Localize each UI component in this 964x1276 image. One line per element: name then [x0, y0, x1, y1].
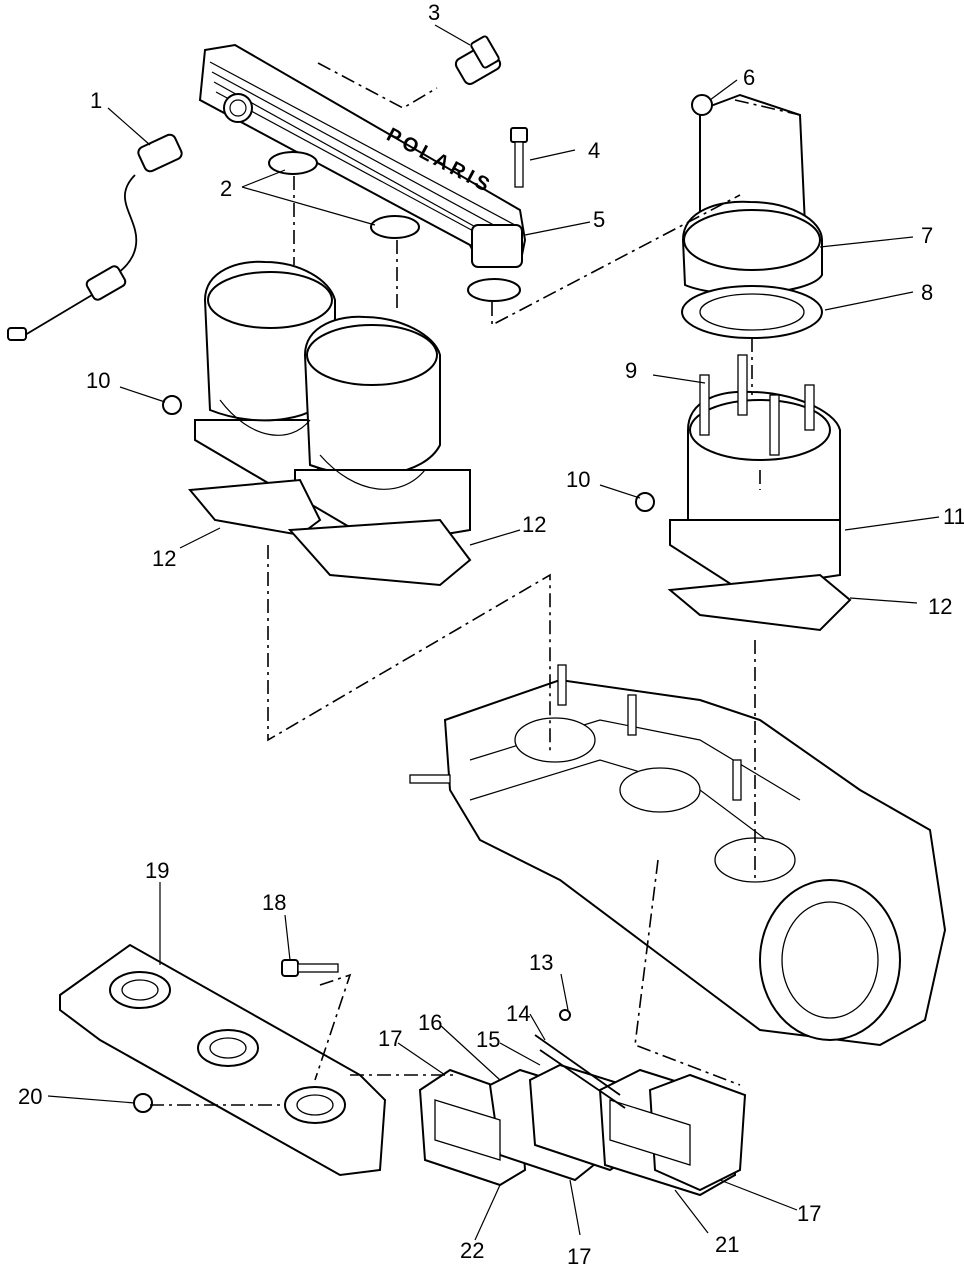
callout-10b: 10: [566, 467, 590, 492]
manifold-gasket-b: [370, 215, 420, 239]
callout-21: 21: [715, 1232, 739, 1257]
manifold-fitting: [454, 35, 502, 85]
callout-4: 4: [588, 138, 600, 163]
base-gasket-left-a: [188, 478, 322, 537]
temperature-sensor: [7, 133, 183, 341]
callout-18: 18: [262, 890, 286, 915]
callout-5: 5: [593, 207, 605, 232]
callout-22: 22: [460, 1238, 484, 1263]
callout-12c: 12: [928, 594, 952, 619]
callout-10a: 10: [86, 368, 110, 393]
callout-9: 9: [625, 358, 637, 383]
callout-labels: 1 2 3 4 5 6 7 8 9 10 10 11 12 12 12 13 1…: [18, 0, 964, 1269]
callout-8: 8: [921, 280, 933, 305]
callout-16: 16: [418, 1010, 442, 1035]
base-gasket-left-b: [287, 518, 472, 587]
callout-20: 20: [18, 1084, 42, 1109]
single-cylinder-assembly: [635, 93, 852, 632]
manifold-gasket-a: [268, 151, 318, 175]
crankcase: [409, 664, 947, 1047]
leader-lines: [47, 24, 940, 1241]
callout-2: 2: [220, 176, 232, 201]
reed-stop-parts: [534, 1009, 626, 1109]
callout-15: 15: [476, 1027, 500, 1052]
callout-11: 11: [943, 504, 964, 529]
callout-7: 7: [921, 223, 933, 248]
manifold-gasket-c: [467, 278, 521, 302]
intake-bolt: [281, 959, 339, 977]
manifold-bolt: [510, 127, 528, 188]
intake-nut: [133, 1093, 153, 1113]
callout-1: 1: [90, 88, 102, 113]
callout-12a: 12: [152, 546, 176, 571]
callout-17b: 17: [567, 1244, 591, 1269]
callout-19: 19: [145, 858, 169, 883]
callout-3: 3: [428, 0, 440, 25]
water-manifold: POLARIS: [198, 43, 527, 268]
callout-14: 14: [506, 1001, 530, 1026]
reed-valve-assembly: [418, 1063, 747, 1197]
alignment-lines: [150, 62, 801, 1106]
callout-12b: 12: [522, 512, 546, 537]
callout-6: 6: [743, 65, 755, 90]
callout-17a: 17: [378, 1026, 402, 1051]
callout-17c: 17: [797, 1201, 821, 1226]
intake-manifold: [59, 943, 387, 1177]
callout-13: 13: [529, 950, 553, 975]
